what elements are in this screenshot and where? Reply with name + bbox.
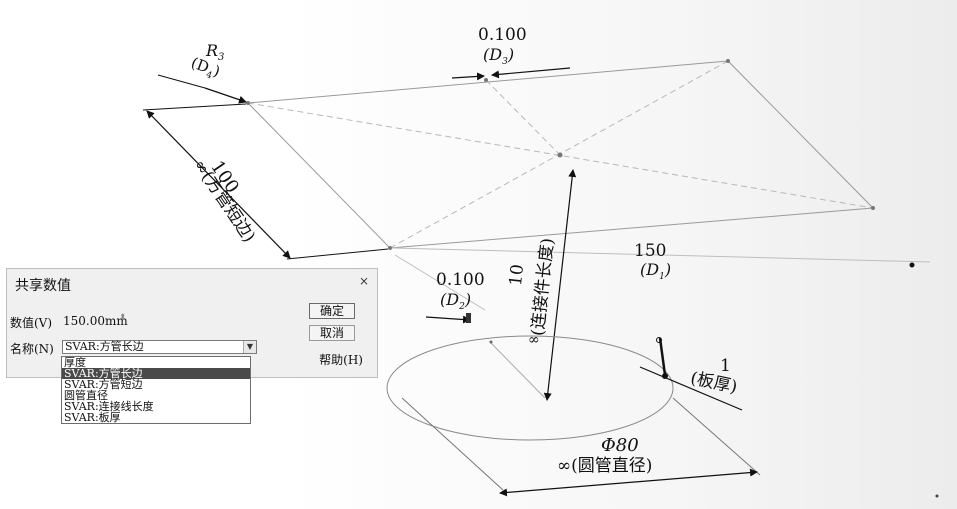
value-label: 数值(V) xyxy=(10,316,53,330)
d1-label[interactable]: (D1) xyxy=(640,260,672,283)
d2-value-label[interactable]: 0.100 xyxy=(436,270,485,290)
diameter-dim-line xyxy=(499,468,758,497)
extension-line-long-2 xyxy=(394,254,486,311)
diameter-name-label[interactable]: ∞(圆管直径) xyxy=(557,456,653,476)
plate-value-label[interactable]: 1 xyxy=(720,356,731,376)
close-icon[interactable]: × xyxy=(358,274,369,288)
connector-dim-line xyxy=(543,169,577,401)
dropdown-option[interactable]: SVAR:板厚 xyxy=(64,411,121,424)
d2-name-label[interactable]: (D2) xyxy=(440,290,472,313)
spin-icon[interactable]: ⬍ xyxy=(119,313,127,323)
dropdown-option[interactable]: 厚度 xyxy=(64,356,86,369)
diameter-ext-right xyxy=(672,397,761,476)
value-field[interactable]: 150.00mm xyxy=(63,314,128,328)
name-label: 名称(N) xyxy=(10,342,54,356)
dropdown-option[interactable]: SVAR:方管短边 xyxy=(64,378,143,391)
r3-label[interactable]: R3 xyxy=(206,43,224,63)
name-select[interactable]: SVAR:方管长边 ▼ xyxy=(62,340,257,354)
d3-value-label[interactable]: 0.100 xyxy=(478,25,527,45)
short-edge-ext-bottom xyxy=(286,248,389,260)
connector-inf-label: ∞ xyxy=(528,332,540,348)
r3-leader xyxy=(204,87,247,104)
dropdown-option[interactable]: SVAR:连接线长度 xyxy=(64,400,154,413)
d3-dim-left xyxy=(451,72,485,81)
dropdown-option[interactable]: SVAR:方管长边 xyxy=(62,368,250,379)
extension-line-long xyxy=(392,247,931,263)
dialog-title: 共享数值 xyxy=(15,278,71,294)
round-tube-ellipse xyxy=(386,335,674,441)
d3-name-label[interactable]: (D3) xyxy=(483,45,515,68)
d3-dim-right xyxy=(491,67,571,79)
ok-button[interactable]: 确定 xyxy=(309,303,355,319)
short-edge-ext-top xyxy=(142,103,247,111)
cancel-button[interactable]: 取消 xyxy=(309,325,355,341)
chevron-down-icon[interactable]: ▼ xyxy=(243,341,256,353)
r3-letter: R xyxy=(206,41,219,60)
vertex-markers xyxy=(246,59,939,498)
dropdown-option[interactable]: 圆管直径 xyxy=(64,389,108,402)
diameter-value-label[interactable]: Φ80 xyxy=(601,435,639,456)
round-tube-axis xyxy=(489,341,546,399)
name-select-value: SVAR:方管长边 xyxy=(65,340,144,353)
r3-sub: 3 xyxy=(218,52,225,64)
r3-underline xyxy=(157,74,206,89)
diameter-ext-left xyxy=(401,397,504,491)
plate-thickness-line xyxy=(639,366,743,411)
short-edge-dim-line xyxy=(146,110,291,259)
d2-dim-line xyxy=(425,315,471,324)
help-button[interactable]: 帮助(H) xyxy=(319,353,363,367)
connector-value-label[interactable]: 10 xyxy=(506,263,529,287)
long-edge-value-label[interactable]: 150 xyxy=(634,241,667,261)
